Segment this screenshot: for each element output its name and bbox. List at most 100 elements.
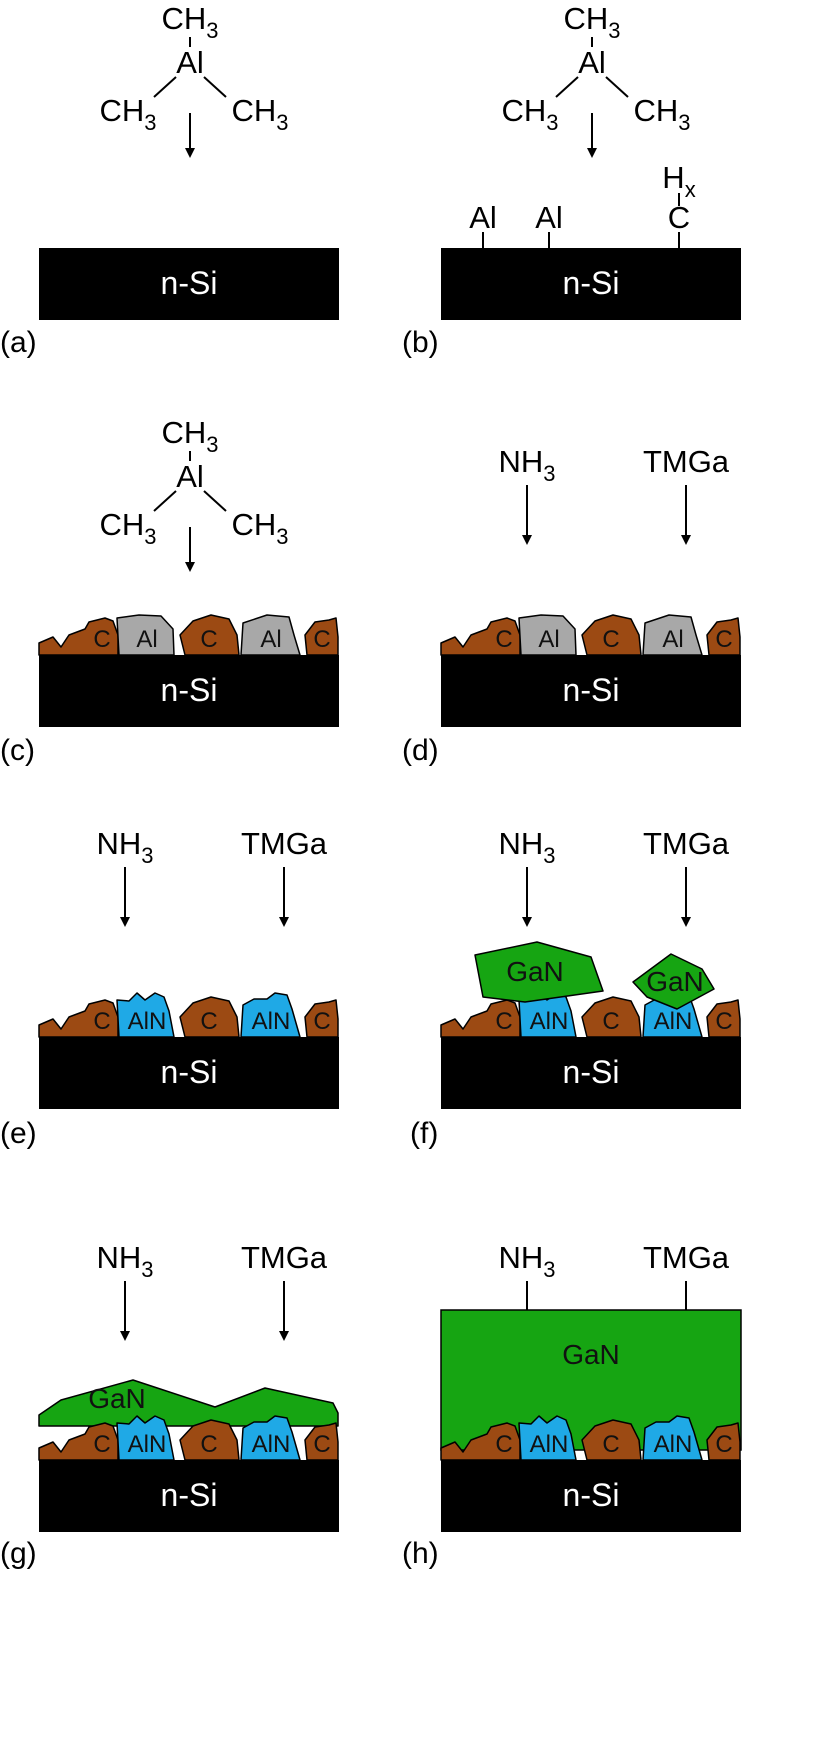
gan-label: GaN [562, 1339, 620, 1370]
gan-label: GaN [88, 1383, 146, 1414]
carbon-island [581, 1419, 642, 1461]
gan-layer [38, 1379, 339, 1427]
aln-label: AlN [128, 1008, 167, 1035]
substrate-label: n-Si [563, 265, 620, 301]
aluminum-label: Al [538, 626, 559, 653]
aluminum-center-label: Al [176, 45, 204, 80]
tmga-label: TMGa [643, 826, 730, 861]
carbon-island [304, 1422, 339, 1461]
substrate-label: n-Si [161, 1054, 218, 1090]
substrate-block [39, 248, 339, 320]
substrate-label: n-Si [563, 1054, 620, 1090]
panel-label-c: (c) [0, 734, 35, 767]
adsorbed-carbon-label: C [668, 200, 690, 235]
aln-island [518, 1415, 577, 1461]
carbon-label: C [200, 1431, 217, 1458]
methyl-right-label: CH3 [231, 507, 288, 549]
aln-label: AlN [252, 1008, 291, 1035]
methyl-left-label: CH3 [99, 93, 156, 135]
panel-label-h: (h) [402, 1537, 439, 1570]
tmga-label: TMGa [643, 444, 730, 479]
carbon-island [304, 999, 339, 1038]
substrate-block [441, 655, 741, 727]
substrate-block [441, 1037, 741, 1109]
aln-island [116, 1415, 175, 1461]
panel-label-g: (g) [0, 1537, 37, 1570]
substrate-block [39, 1460, 339, 1532]
carbon-island [179, 1419, 240, 1461]
aln-label: AlN [530, 1008, 569, 1035]
substrate-block [441, 1460, 741, 1532]
adsorbed-al-label: Al [535, 200, 563, 235]
substrate-label: n-Si [161, 265, 218, 301]
carbon-island [179, 996, 240, 1038]
bond-left [153, 490, 177, 512]
carbon-label: C [313, 1008, 330, 1035]
tmga-label: TMGa [241, 1240, 328, 1275]
gan-label: GaN [646, 966, 704, 997]
bond-right [203, 76, 227, 98]
carbon-label: C [602, 1431, 619, 1458]
aluminum-label: Al [662, 626, 683, 653]
bond-right [203, 490, 227, 512]
ammonia-label: NH3 [498, 826, 555, 868]
panel-label-f: (f) [410, 1117, 438, 1150]
panel-label-d: (d) [402, 734, 439, 767]
gan-island [632, 953, 715, 1010]
adsorbed-al-label: Al [469, 200, 497, 235]
aln-label: AlN [128, 1431, 167, 1458]
methyl-right-label: CH3 [633, 93, 690, 135]
carbon-island [706, 1422, 741, 1461]
methyl-left-label: CH3 [501, 93, 558, 135]
substrate-block [441, 248, 741, 320]
carbon-island [581, 614, 642, 656]
substrate-label: n-Si [563, 1477, 620, 1513]
carbon-label: C [602, 626, 619, 653]
gan-film [440, 1309, 742, 1451]
carbon-label: C [715, 1431, 732, 1458]
aln-island [240, 992, 301, 1038]
carbon-label: C [200, 626, 217, 653]
bond-left [153, 76, 177, 98]
panel-label-b: (b) [402, 326, 439, 359]
carbon-label: C [313, 1431, 330, 1458]
aluminum-center-label: Al [578, 45, 606, 80]
carbon-island [581, 996, 642, 1038]
carbon-label: C [313, 626, 330, 653]
aluminum-label: Al [260, 626, 281, 653]
carbon-label: C [495, 626, 512, 653]
aln-label: AlN [654, 1008, 693, 1035]
panel-label-e: (e) [0, 1117, 37, 1150]
gan-label: GaN [506, 956, 564, 987]
substrate-block [39, 1037, 339, 1109]
aln-label: AlN [252, 1431, 291, 1458]
substrate-block [39, 655, 339, 727]
carbon-label: C [495, 1431, 512, 1458]
carbon-label: C [602, 1008, 619, 1035]
bond-right [605, 76, 629, 98]
methyl-left-label: CH3 [99, 507, 156, 549]
methyl-top-label: CH3 [161, 1, 218, 43]
carbon-label: C [715, 1008, 732, 1035]
carbon-label: C [715, 626, 732, 653]
carbon-island [706, 999, 741, 1038]
carbon-label: C [93, 1008, 110, 1035]
aluminum-label: Al [136, 626, 157, 653]
bond-left [555, 76, 579, 98]
carbon-island [179, 614, 240, 656]
